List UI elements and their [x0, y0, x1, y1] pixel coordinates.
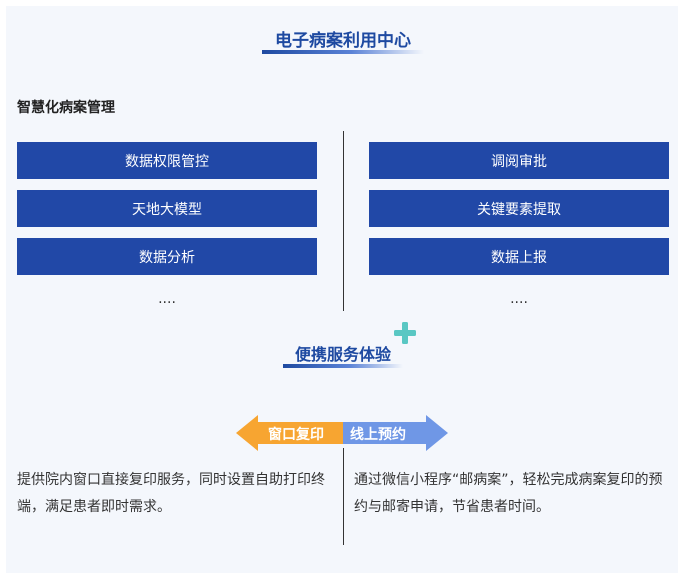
section-title-portable: 便携服务体验: [294, 345, 391, 364]
desc-online-booking: 通过微信小程序“邮病案”，轻松完成病案复印的预约与邮寄申请，节省患者时间。: [354, 472, 663, 515]
page-title: 电子病案利用中心: [275, 31, 411, 51]
box-data-permission: 数据权限管控: [17, 142, 317, 179]
box-data-report: 数据上报: [369, 238, 669, 275]
section-title-smart: 智慧化病案管理: [17, 100, 115, 116]
box-key-extraction: 关键要素提取: [369, 190, 669, 227]
divider-bottom: [343, 448, 344, 545]
box-approval: 调阅审批: [369, 142, 669, 179]
left-ellipsis: ....: [158, 291, 176, 307]
divider-top: [343, 131, 344, 311]
subtitle-underline: [283, 364, 403, 368]
desc-window-copy: 提供院内窗口直接复印服务，同时设置自助打印终端，满足患者即时需求。: [17, 472, 325, 515]
tag-window-copy: 窗口复印: [268, 427, 324, 443]
right-ellipsis: ....: [510, 291, 528, 307]
double-arrow: [236, 415, 448, 451]
box-large-model: 天地大模型: [17, 190, 317, 227]
plus-icon: [394, 322, 416, 344]
box-data-analysis: 数据分析: [17, 238, 317, 275]
background-panel: [6, 6, 678, 573]
blue-arrow-right: [343, 415, 448, 451]
title-underline: [262, 50, 424, 54]
tag-online-booking: 线上预约: [350, 427, 406, 443]
orange-arrow-left: [236, 415, 343, 451]
